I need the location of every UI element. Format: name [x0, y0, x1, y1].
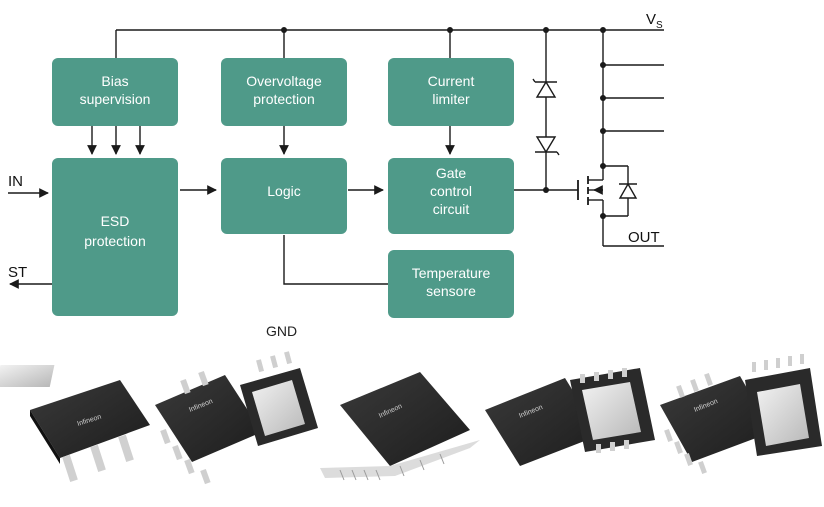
pin-out-label: OUT	[628, 229, 660, 246]
package-photo-sot223: Infineon	[0, 365, 150, 482]
esd-protection-block: ESD protection	[52, 158, 178, 316]
svg-text:V: V	[646, 11, 656, 28]
svg-text:Current: Current	[428, 73, 475, 89]
package-photo-tdson: Infineon	[485, 368, 655, 466]
package-photo-so8: Infineon	[155, 351, 318, 484]
gnd-label: GND	[266, 323, 297, 339]
svg-text:Temperature: Temperature	[412, 265, 491, 281]
overvoltage-protection-block: Overvoltage protection	[221, 58, 347, 126]
svg-text:protection: protection	[84, 233, 145, 249]
package-photo-dso: Infineon	[320, 372, 480, 480]
svg-text:Overvoltage: Overvoltage	[246, 73, 322, 89]
svg-text:Gate: Gate	[436, 165, 467, 181]
svg-text:supervision: supervision	[80, 91, 151, 107]
svg-text:ESD: ESD	[101, 213, 130, 229]
svg-text:control: control	[430, 183, 472, 199]
pin-in-label: IN	[8, 173, 23, 190]
svg-text:limiter: limiter	[432, 91, 470, 107]
svg-text:sensore: sensore	[426, 283, 476, 299]
package-photo-tssop: Infineon	[660, 354, 822, 474]
pin-st-label: ST	[8, 264, 27, 281]
gate-control-circuit-block: Gate control circuit	[388, 158, 514, 234]
body-diode-icon	[619, 184, 637, 198]
svg-text:Bias: Bias	[101, 73, 128, 89]
svg-text:protection: protection	[253, 91, 314, 107]
bias-supervision-block: Bias supervision	[52, 58, 178, 126]
svg-text:circuit: circuit	[433, 201, 470, 217]
pin-vs-label: V S	[646, 11, 663, 31]
logic-block: Logic	[221, 158, 347, 234]
svg-text:S: S	[656, 20, 663, 31]
temperature-sensor-block: Temperature sensore	[388, 250, 514, 318]
svg-text:Logic: Logic	[267, 183, 300, 199]
current-limiter-block: Current limiter	[388, 58, 514, 126]
